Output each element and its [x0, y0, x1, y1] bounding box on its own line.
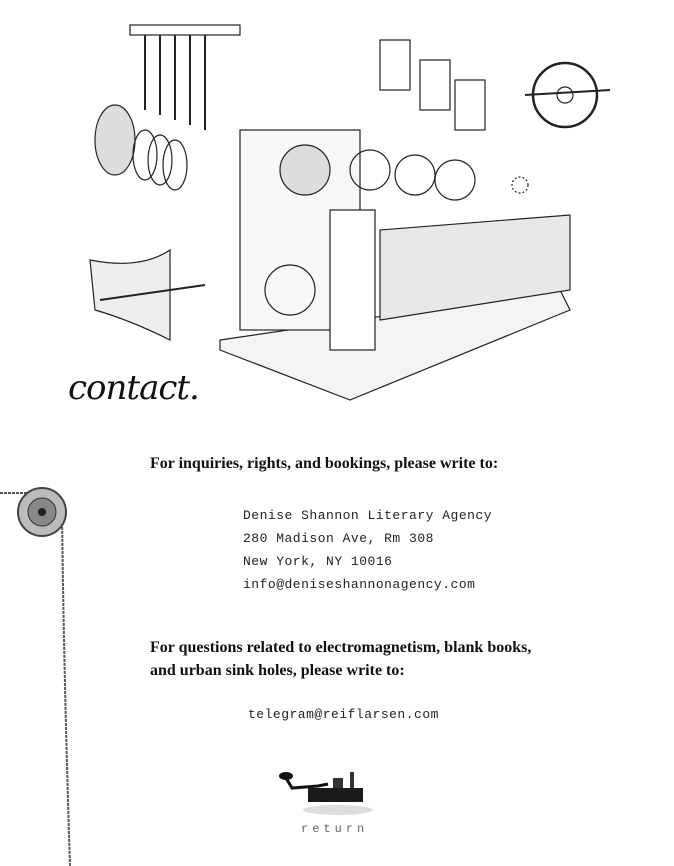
agency-email-link[interactable]: info@deniseshannonagency.com — [243, 577, 476, 592]
agency-street: 280 Madison Ave, Rm 308 — [243, 531, 434, 546]
agency-name: Denise Shannon Literary Agency — [243, 508, 493, 523]
agency-address: Denise Shannon Literary Agency 280 Madis… — [243, 504, 492, 596]
inquiries-heading: For inquiries, rights, and bookings, ple… — [150, 455, 499, 472]
questions-heading: For questions related to electromagnetis… — [150, 636, 531, 682]
author-email-link[interactable]: telegram@reiflarsen.com — [248, 707, 439, 722]
questions-heading-line2: and urban sink holes, please write to: — [150, 662, 405, 679]
machine-illustration — [89, 24, 611, 401]
pulley-string-decoration — [0, 487, 71, 866]
agency-city: New York, NY 10016 — [243, 554, 393, 569]
contact-logo: contact. — [68, 368, 200, 408]
questions-heading-line1: For questions related to electromagnetis… — [150, 639, 532, 656]
return-link[interactable]: return — [301, 822, 369, 836]
telegraph-key-icon[interactable] — [278, 766, 378, 816]
